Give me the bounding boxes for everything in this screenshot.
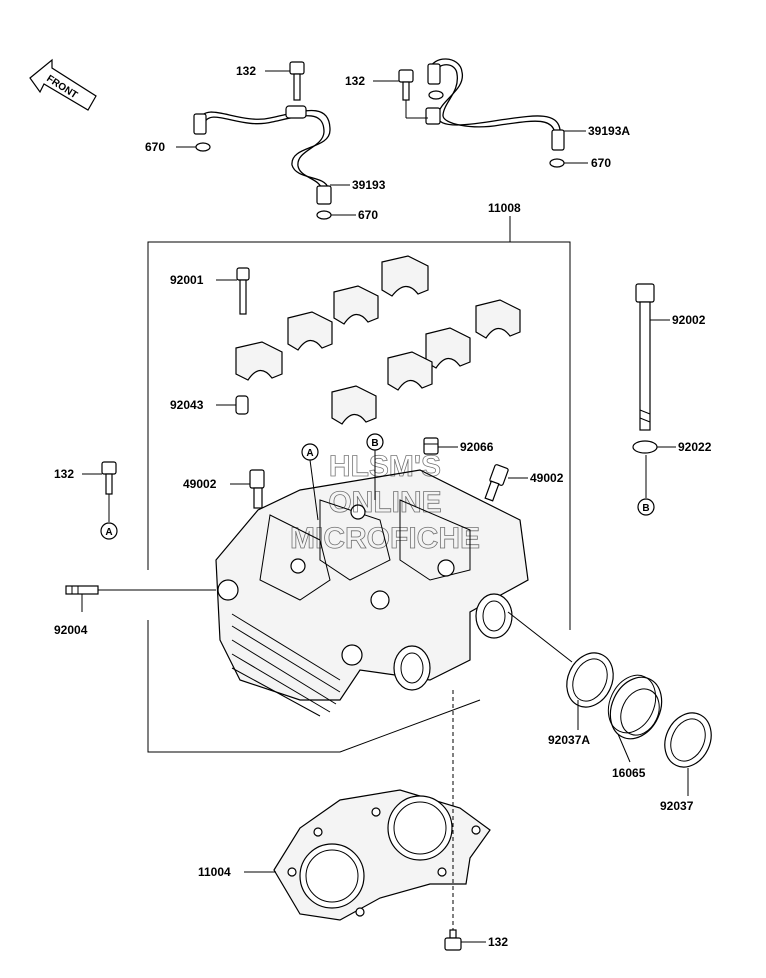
label-92066: 92066 xyxy=(460,440,494,454)
label-39193A: 39193A xyxy=(588,124,630,138)
front-arrow-icon: FRONT xyxy=(29,58,97,111)
valve-49002-left[interactable] xyxy=(249,469,265,509)
bolt-132-bottom[interactable] xyxy=(444,929,462,951)
plug-92066[interactable] xyxy=(423,437,439,455)
label-92004: 92004 xyxy=(54,623,88,637)
stud-92004[interactable] xyxy=(65,585,99,595)
valve-49002-right[interactable] xyxy=(484,464,509,502)
o-ring-670-left[interactable] xyxy=(195,142,211,152)
head-gasket-11004[interactable] xyxy=(273,789,491,921)
label-16065: 16065 xyxy=(612,766,646,780)
camshaft-caps[interactable] xyxy=(235,255,521,425)
watermark: HLSM'S ONLINE MICROFICHE xyxy=(290,450,481,556)
assembly-11008-outline xyxy=(147,216,511,570)
label-92043: 92043 xyxy=(170,398,204,412)
label-670-mid: 670 xyxy=(358,208,378,222)
svg-text:HLSM'S: HLSM'S xyxy=(329,450,441,483)
label-132-bottom: 132 xyxy=(488,935,508,949)
label-92037: 92037 xyxy=(660,799,694,813)
clamp-92037[interactable] xyxy=(656,705,720,774)
ref-marker-b-right: B xyxy=(637,498,655,516)
bolt-92001[interactable] xyxy=(236,267,250,315)
label-132-left: 132 xyxy=(54,467,74,481)
ref-marker-a-left: A xyxy=(100,522,118,540)
label-92022: 92022 xyxy=(678,440,712,454)
dowel-pin-92043[interactable] xyxy=(235,395,249,415)
label-670-left: 670 xyxy=(145,140,165,154)
label-49002-left: 49002 xyxy=(183,477,217,491)
svg-text:B: B xyxy=(642,503,649,514)
bolt-132-top-left[interactable] xyxy=(289,61,305,101)
label-132-top-left: 132 xyxy=(236,64,256,78)
o-ring-670-mid[interactable] xyxy=(316,210,332,220)
label-92002: 92002 xyxy=(672,313,706,327)
bolt-92002[interactable] xyxy=(635,283,655,431)
svg-text:A: A xyxy=(105,527,112,538)
ref-marker-a-head: A xyxy=(301,443,319,461)
o-ring-670-right[interactable] xyxy=(549,158,565,168)
svg-text:MICROFICHE: MICROFICHE xyxy=(290,522,480,555)
o-ring-670-top[interactable] xyxy=(428,90,444,100)
label-92001: 92001 xyxy=(170,273,204,287)
label-670-right: 670 xyxy=(591,156,611,170)
oil-pipe-39193A[interactable] xyxy=(425,58,565,151)
label-11004: 11004 xyxy=(198,865,231,879)
svg-text:A: A xyxy=(306,448,313,459)
label-92037A: 92037A xyxy=(548,733,590,747)
bolt-132-top-right[interactable] xyxy=(398,69,414,101)
label-132-top-right: 132 xyxy=(345,74,365,88)
oil-pipe-39193[interactable] xyxy=(193,105,332,205)
ref-marker-b-head: B xyxy=(366,433,384,451)
bolt-132-left[interactable] xyxy=(101,461,117,495)
svg-text:B: B xyxy=(371,438,378,449)
intake-ports xyxy=(393,593,513,691)
label-49002-right: 49002 xyxy=(530,471,564,485)
carburetor-holder-16065[interactable] xyxy=(599,668,671,748)
washer-92022[interactable] xyxy=(632,440,658,454)
cylinder-head[interactable] xyxy=(215,469,529,717)
label-39193: 39193 xyxy=(352,178,386,192)
svg-text:ONLINE: ONLINE xyxy=(328,486,441,519)
label-11008: 11008 xyxy=(488,201,521,215)
